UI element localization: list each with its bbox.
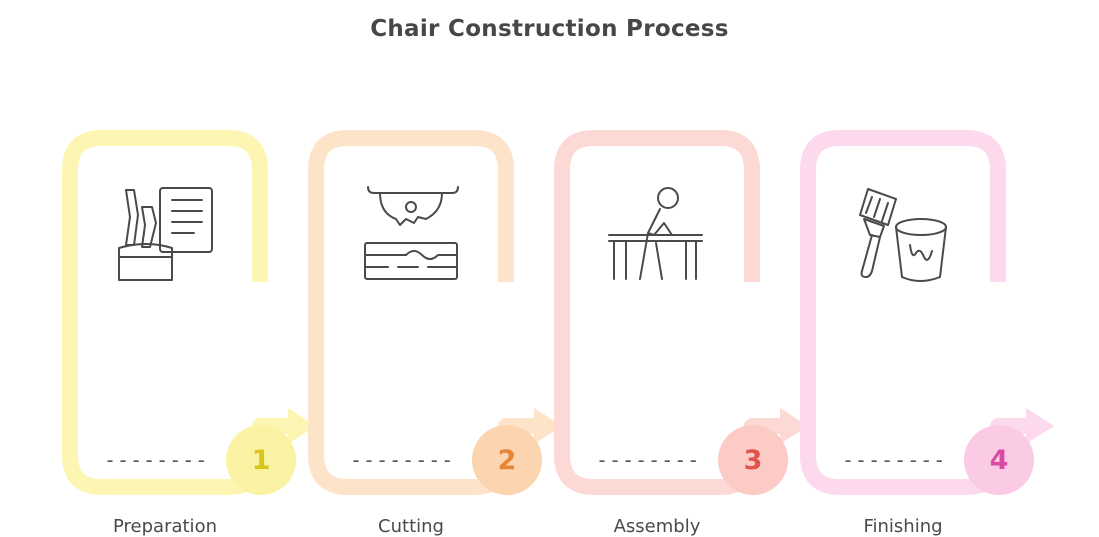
person-at-workbench-icon [608,187,703,280]
step-1-placeholder: -------- [104,448,209,472]
step-2: -------- 2 Cutting [308,130,608,537]
page-title: Chair Construction Process [370,16,729,42]
step-3-label: Assembly [613,516,701,537]
step-2-number: 2 [497,444,517,476]
paintbrush-and-can-icon [859,188,947,282]
step-4: -------- 4 Finishing [800,130,1099,537]
step-1: -------- 1 Preparation [62,130,362,537]
step-3-badge: 3 [718,425,788,495]
step-2-label: Cutting [378,516,444,537]
step-3-number: 3 [743,444,763,476]
step-1-badge: 1 [226,425,296,495]
step-4-number: 4 [989,444,1009,476]
step-2-placeholder: -------- [350,448,455,472]
saw-blade-and-plank-icon [364,186,459,280]
step-1-label: Preparation [113,516,217,537]
step-4-placeholder: -------- [842,448,947,472]
step-3-placeholder: -------- [596,448,701,472]
step-4-badge: 4 [964,425,1034,495]
tools-and-notes-icon [118,187,213,281]
step-4-label: Finishing [863,516,943,537]
step-1-number: 1 [251,444,271,476]
step-2-badge: 2 [472,425,542,495]
